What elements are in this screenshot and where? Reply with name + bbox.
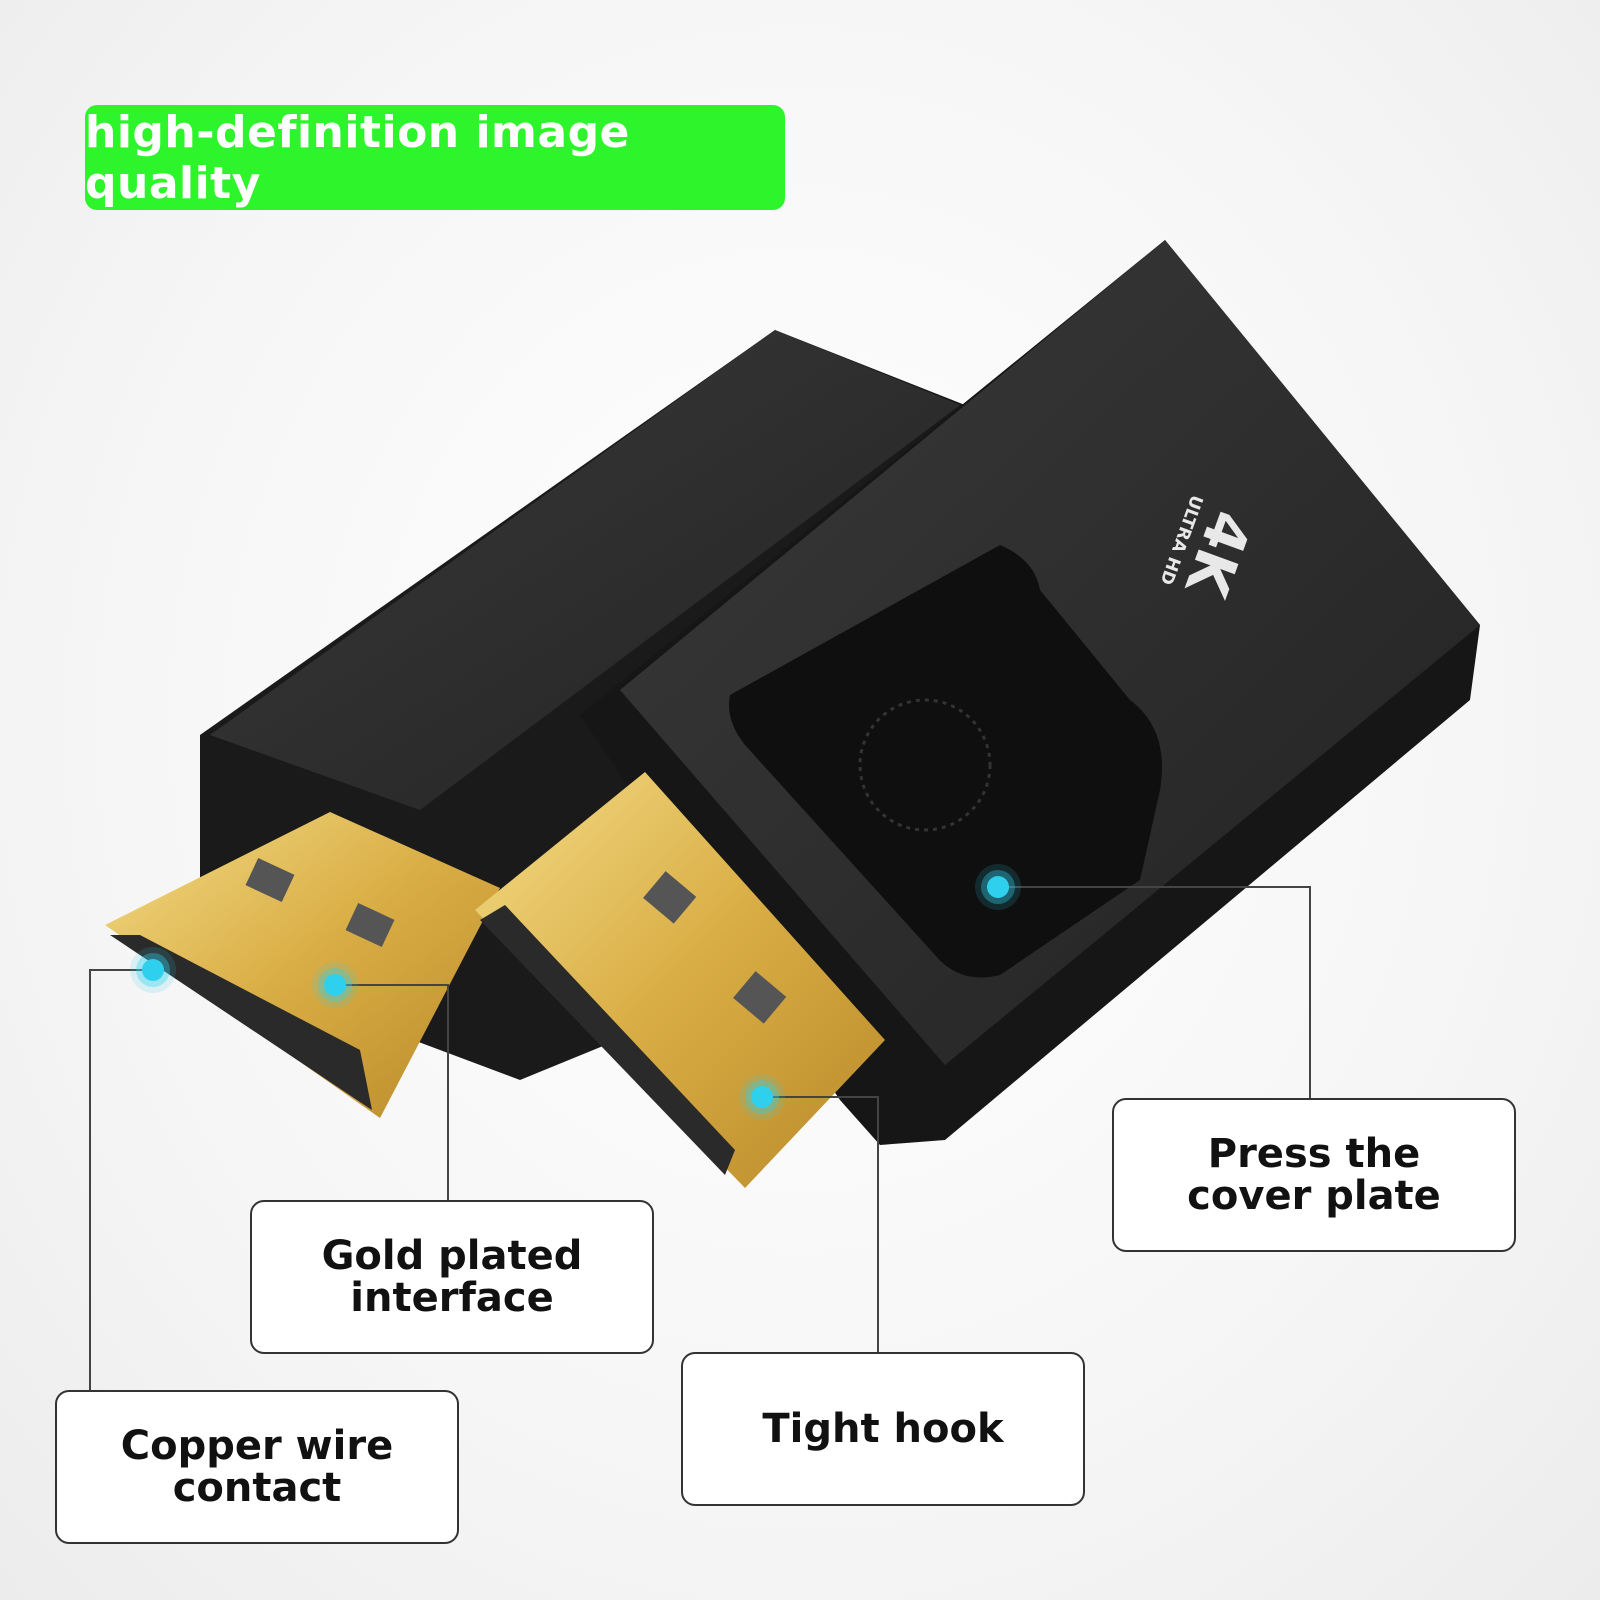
leader-line	[1309, 886, 1311, 1098]
callout-text: Copper wire contact	[120, 1423, 394, 1511]
callout-text: Tight hook	[762, 1406, 1004, 1452]
leader-line	[89, 969, 91, 1390]
leader-line	[998, 886, 1310, 888]
front-adapter	[475, 240, 1480, 1188]
leader-line	[447, 984, 449, 1200]
callout-dot	[324, 974, 346, 996]
leader-line	[335, 984, 448, 986]
callout-dot	[142, 959, 164, 981]
callout-text: Gold plated interface	[321, 1233, 583, 1321]
headline-text: high-definition image quality	[85, 106, 630, 209]
rear-gold-plug	[105, 812, 500, 1118]
front-gold-plug	[475, 772, 885, 1188]
callout-press-cover-plate: Press the cover plate	[1112, 1098, 1516, 1252]
headline-banner: high-definition image quality	[85, 105, 785, 210]
leader-line	[877, 1096, 879, 1352]
callout-tight-hook: Tight hook	[681, 1352, 1085, 1506]
callout-text: Press the cover plate	[1187, 1131, 1441, 1219]
callout-copper-wire-contact: Copper wire contact	[55, 1390, 459, 1544]
grip-texture	[858, 698, 992, 832]
callout-dot	[751, 1086, 773, 1108]
callout-dot	[987, 876, 1009, 898]
leader-line	[762, 1096, 878, 1098]
callout-gold-plated-interface: Gold plated interface	[250, 1200, 654, 1354]
leader-line	[90, 969, 153, 971]
cover-plate	[729, 545, 1162, 978]
